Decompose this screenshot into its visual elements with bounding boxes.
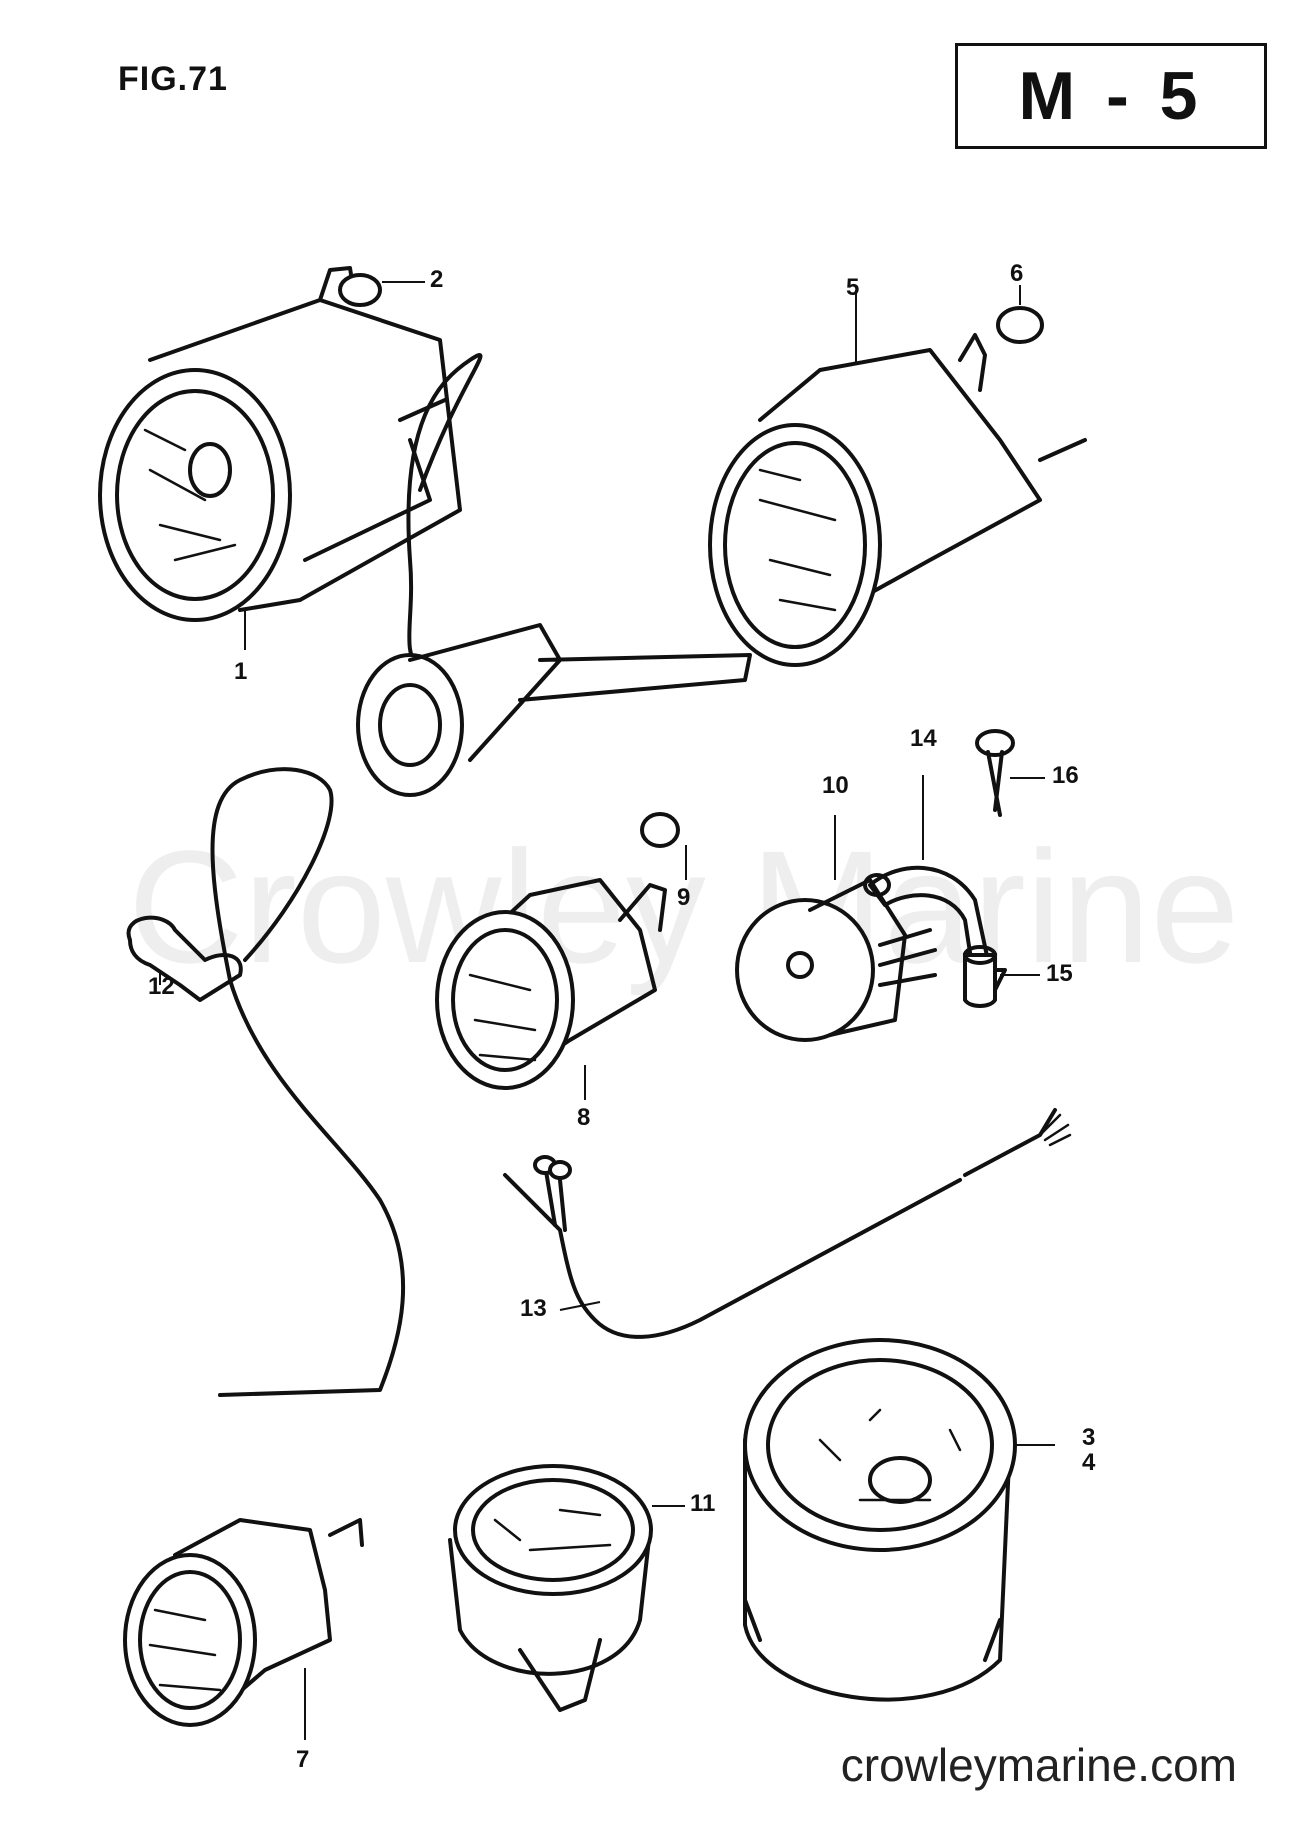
callout-15: 15: [1046, 960, 1073, 987]
gauge-part-3-4: [743, 1338, 1055, 1702]
callout-7: 7: [296, 1746, 310, 1773]
sender-part-12: [126, 767, 406, 1397]
callout-11: 11: [690, 1490, 716, 1517]
section-code-box: M - 5: [955, 43, 1267, 149]
site-url: crowleymarine.com: [840, 1739, 1237, 1791]
callout-6: 6: [1010, 260, 1024, 287]
callout-14: 14: [910, 725, 937, 752]
callout-13: 13: [520, 1295, 547, 1322]
spacer-part-15: [963, 945, 1040, 1008]
callout-5: 5: [846, 274, 860, 301]
bulb-part-9: [640, 812, 687, 880]
callout-12: 12: [148, 973, 175, 1000]
gauge-part-7: [123, 1518, 364, 1740]
bulb-part-2: [338, 273, 425, 307]
callout-16: 16: [1052, 762, 1079, 789]
callout-1: 1: [234, 658, 248, 685]
gauge-part-5: [708, 290, 1087, 667]
figure-title: FIG.71: [118, 60, 228, 98]
callout-3-4: 3 4: [1082, 1424, 1096, 1477]
gauge-part-1: [98, 266, 462, 650]
callout-10: 10: [822, 772, 849, 799]
callout-9: 9: [677, 884, 691, 911]
harness-part-13: [503, 1108, 1072, 1339]
control-head: [356, 353, 752, 797]
callout-2: 2: [430, 266, 444, 293]
clamp-part-14: [863, 775, 1007, 992]
gauge-part-10: [735, 815, 937, 1042]
callout-8: 8: [577, 1104, 591, 1131]
bulb-part-6: [996, 285, 1044, 344]
gauge-part-8: [435, 878, 667, 1100]
gauge-part-11: [448, 1464, 685, 1712]
screw-part-16: [975, 729, 1045, 817]
